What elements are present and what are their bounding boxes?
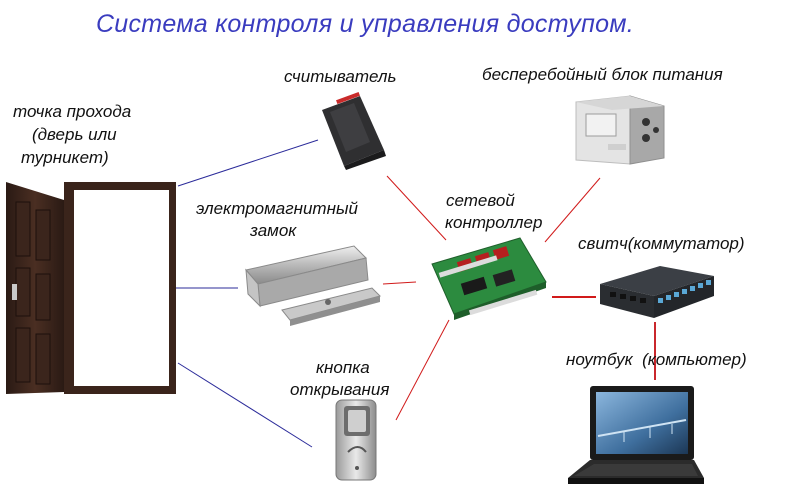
label-lock-1: электромагнитный xyxy=(196,199,358,218)
label-access-point-1: точка прохода xyxy=(13,102,132,121)
laptop-image xyxy=(568,386,704,484)
link-lock-controller xyxy=(382,281,417,285)
door-image xyxy=(6,182,176,394)
label-controller-2: контроллер xyxy=(445,213,543,232)
label-access-point-2: (дверь или xyxy=(32,125,117,144)
label-switch: свитч(коммутатор) xyxy=(578,234,745,253)
label-reader: считыватель xyxy=(284,67,397,86)
network-switch-image xyxy=(600,266,714,318)
magnetic-lock-image xyxy=(245,245,381,326)
label-lock-2: замок xyxy=(250,221,297,240)
ups-image xyxy=(575,95,665,165)
link-door-reader xyxy=(177,139,319,187)
label-access-point-3: турникет) xyxy=(21,148,109,167)
label-controller-1: сетевой xyxy=(446,191,515,210)
link-reader-controller xyxy=(386,175,447,241)
label-button-1: кнопка xyxy=(316,358,370,377)
label-button-2: открывания xyxy=(290,380,390,399)
link-button-controller xyxy=(395,319,450,421)
link-ups-controller xyxy=(544,177,601,243)
reader-image xyxy=(322,92,386,170)
label-ups: бесперебойный блок питания xyxy=(482,65,723,84)
diagram-title: Система контроля и управления доступом. xyxy=(95,10,635,38)
label-laptop: ноутбук (компьютер) xyxy=(566,350,747,369)
controller-board-image xyxy=(431,237,547,320)
link-door-button xyxy=(177,362,313,448)
exit-button-image xyxy=(335,399,377,481)
